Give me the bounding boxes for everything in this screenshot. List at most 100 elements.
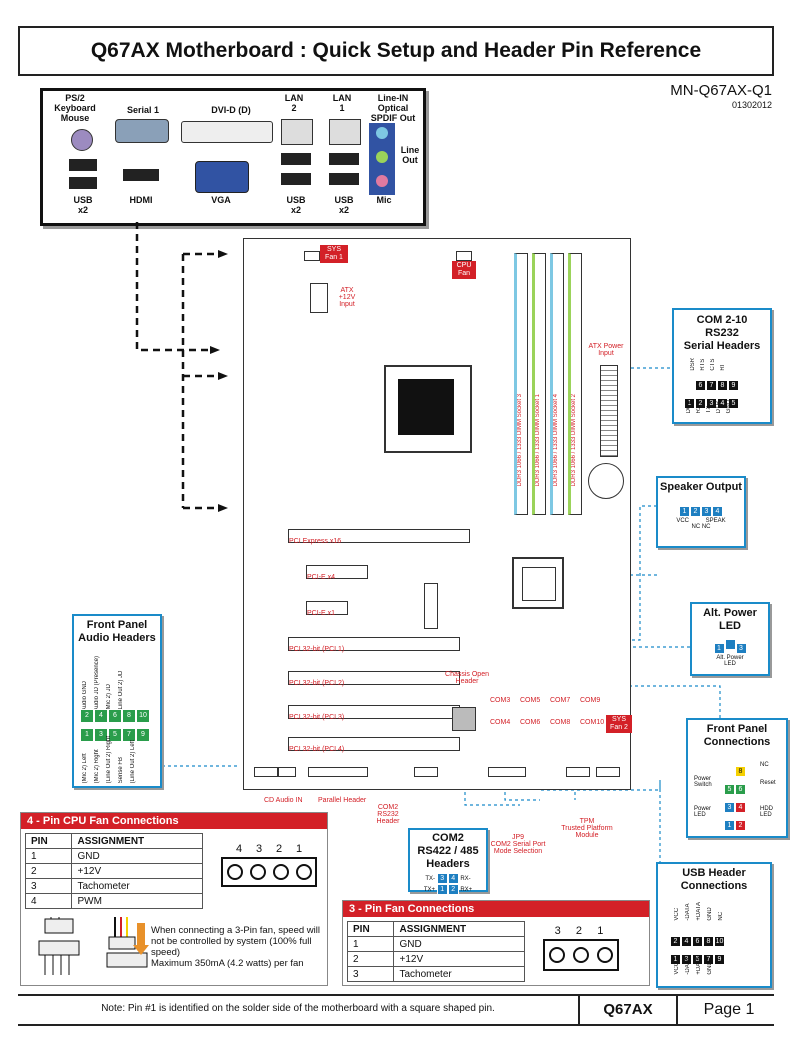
atx-power-label: ATX Power Input xyxy=(588,343,624,357)
usb-label: USB x2 xyxy=(334,195,354,215)
pin: 5 xyxy=(692,954,703,965)
fan3-connector-diagram xyxy=(543,939,619,971)
fan4-connector-diagram xyxy=(221,857,317,887)
dimm4-label: DDR3 1066 / 1333 DIMM Socket 4 xyxy=(553,394,559,487)
dvi-port-icon xyxy=(181,121,273,143)
com2-422-title: COM2 RS422 / 485 Headers xyxy=(417,832,479,870)
speaker-labels: VCC SPEAK xyxy=(676,518,726,524)
pin: 2 xyxy=(690,506,701,517)
pcie1-label: PCI-E x1 xyxy=(307,610,336,617)
pin: 4 xyxy=(447,873,459,884)
pcie16-label: PCI Express x16 xyxy=(289,538,342,545)
table-cell: Tachometer xyxy=(393,966,525,982)
pin-hole-icon xyxy=(249,864,266,880)
pin: 4 xyxy=(717,398,728,409)
footer: Note: Pin #1 is identified on the solder… xyxy=(18,994,774,1026)
pin-label: RX xyxy=(696,405,702,414)
lineout-jack-icon xyxy=(376,151,388,163)
pin: 3 xyxy=(681,954,692,965)
com210-bottom-labels: DCD RX TX DTR GND xyxy=(686,400,732,413)
lan1-label: LAN 1 xyxy=(332,93,352,113)
pin-label: TX xyxy=(706,405,712,414)
frontaudio-callout: Front Panel Audio Headers Audio GND Audi… xyxy=(72,614,162,788)
pin xyxy=(724,762,735,773)
table-cell: Tachometer xyxy=(71,878,203,894)
pin-hole-icon xyxy=(549,947,565,963)
serial-port-icon xyxy=(115,119,169,143)
pin-label: RTS xyxy=(700,358,706,371)
dimm2-label: DDR3 1066 / 1333 DIMM Socket 2 xyxy=(571,394,577,487)
tpm-header xyxy=(488,767,526,777)
pin-label: GND xyxy=(707,907,713,921)
fp-power-switch-label: Power Switch xyxy=(694,776,712,788)
usb-port-icon xyxy=(69,177,97,189)
pin-label: DSR xyxy=(690,358,696,371)
com7-label: COM7 xyxy=(550,697,571,704)
cpu-socket-core xyxy=(398,379,454,435)
pin-label: RX- xyxy=(460,876,471,882)
msata-slot xyxy=(424,583,438,629)
pin-number: 2 xyxy=(575,925,583,937)
front-audio-header xyxy=(254,767,278,777)
pin-number: 1 xyxy=(597,925,604,937)
parallel-header-label: Parallel Header xyxy=(318,797,367,804)
altpower-label: Alt. Power LED xyxy=(716,655,744,667)
pcie-x1-slot: PCI-E x1 xyxy=(306,601,348,617)
usb-bottom-labels: VCC -DATA +DATA GND xyxy=(674,956,713,975)
pin-label: GND xyxy=(726,400,732,414)
pin-label: CTS xyxy=(710,358,716,371)
pin-label: VCC xyxy=(674,961,680,975)
linein-jack-icon xyxy=(376,127,388,139)
table-cell: 2 xyxy=(346,951,395,967)
pci3-label: PCI 32-bit (PCI 3) xyxy=(289,714,345,721)
pin: 3 xyxy=(724,802,735,813)
audio-bottom-labels: (Mic 2) Left (Mic 2) Right (Line Out 2) … xyxy=(82,736,136,783)
pin: 10 xyxy=(714,936,725,947)
table-cell: PWM xyxy=(71,893,203,909)
atx12v-label: ATX +12V Input xyxy=(338,287,356,308)
pin-number: 2 xyxy=(275,843,283,855)
lan-port-icon xyxy=(281,119,313,145)
pin: 1 xyxy=(436,884,448,895)
pin: 1 xyxy=(724,820,735,831)
pin-label: (Mic 2) Left xyxy=(82,753,88,784)
table-cell: 3 xyxy=(24,878,73,894)
pin: 1 xyxy=(670,954,681,965)
pin: 3 xyxy=(94,728,108,742)
footer-page: Page 1 xyxy=(703,1001,755,1018)
table-cell: 2 xyxy=(24,863,73,879)
cd-audio-label: CD Audio IN xyxy=(264,797,303,804)
front-panel-header xyxy=(596,767,620,777)
ps2-port-icon xyxy=(71,129,93,151)
pin-hole-icon xyxy=(272,864,289,880)
linein-label: Line-IN Optical SPDIF Out xyxy=(370,93,416,123)
parallel-header xyxy=(308,767,368,777)
pin: 2 xyxy=(735,820,746,831)
document-date: 01302012 xyxy=(731,100,772,110)
dvi-label: DVI-D (D) xyxy=(211,105,251,115)
pin-label: +DATA xyxy=(696,902,702,921)
dimm-socket-4: DDR3 1066 / 1333 DIMM Socket 4 xyxy=(550,253,564,515)
pin-label: Sense FB xyxy=(118,757,124,784)
atx12v-connector xyxy=(310,283,328,313)
pci1-label: PCI 32-bit (PCI 1) xyxy=(289,646,345,653)
pin: 4 xyxy=(94,709,108,723)
serial1-label: Serial 1 xyxy=(126,105,160,115)
pin-label: (Line Out 2) Left xyxy=(130,740,136,784)
hdmi-port-icon xyxy=(123,169,159,181)
rear-io-panel: PS/2 Keyboard Mouse Serial 1 DVI-D (D) L… xyxy=(40,88,426,226)
pin-label: -DATA xyxy=(685,903,691,921)
usb-port-icon xyxy=(329,153,359,165)
dimm3-label: DDR3 1066 / 1333 DIMM Socket 3 xyxy=(517,394,523,487)
chipset-core xyxy=(522,567,556,601)
usb-port-icon xyxy=(69,159,97,171)
pin-hole-icon xyxy=(226,864,243,880)
pin-hole-icon xyxy=(573,947,589,963)
